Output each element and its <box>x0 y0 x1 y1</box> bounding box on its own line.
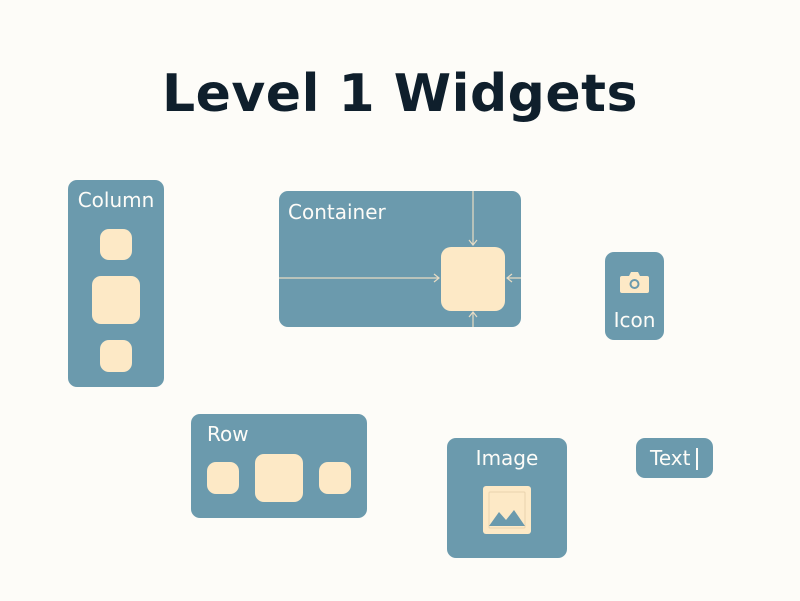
column-label: Column <box>77 188 155 212</box>
image-icon <box>483 486 531 534</box>
text-cursor <box>696 448 698 470</box>
text-widget: Text <box>636 438 713 478</box>
page-title: Level 1 Widgets <box>162 64 638 124</box>
container-widget: Container <box>279 191 521 327</box>
column-child-small-bottom <box>100 340 132 372</box>
container-child <box>441 247 505 311</box>
column-child-small-top <box>100 229 132 260</box>
container-arrows <box>279 191 521 327</box>
column-child-large <box>92 276 140 324</box>
container-label: Container <box>288 200 386 224</box>
camera-icon <box>620 272 649 293</box>
row-child-large <box>255 454 303 502</box>
row-label: Row <box>207 422 249 446</box>
icon-widget: Icon <box>605 252 664 340</box>
row-child-small-right <box>319 462 351 494</box>
image-widget: Image <box>447 438 567 558</box>
row-widget: Row <box>191 414 367 518</box>
icon-label: Icon <box>613 308 656 332</box>
column-widget: Column <box>68 180 164 387</box>
text-label: Text <box>650 446 691 470</box>
image-label: Image <box>475 446 539 470</box>
row-child-small-left <box>207 462 239 494</box>
